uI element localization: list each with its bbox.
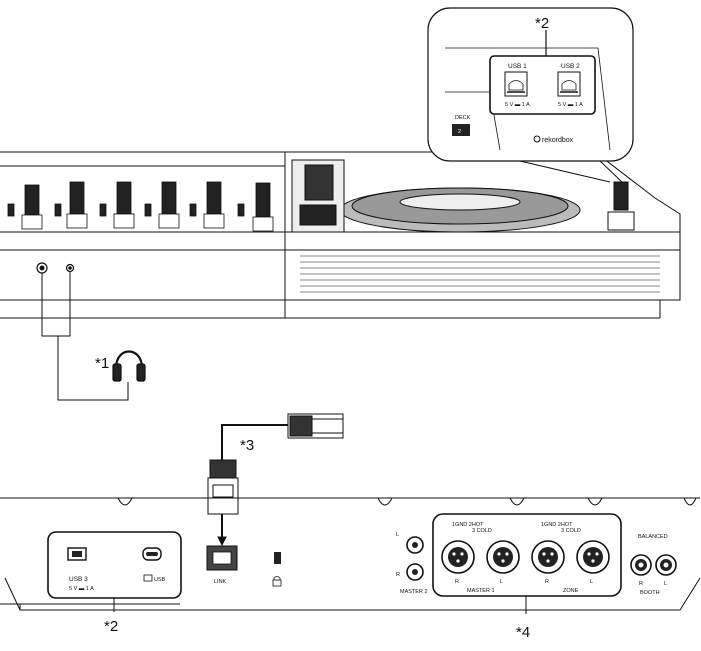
callout-4: *4 [516, 624, 530, 641]
usb1-power: 5 V ▬ 1 A [505, 102, 530, 108]
master1-r-label: R [455, 579, 459, 585]
deck-label: DECK [455, 115, 471, 121]
rear-panel [0, 497, 701, 611]
lan-cable [207, 413, 344, 547]
xlr-spec-master: 1GND 2HOT [452, 522, 484, 528]
callout-1: *1 [95, 355, 109, 372]
master2-r-label: R [396, 572, 400, 578]
booth-r-label: R [639, 581, 643, 587]
callout-2-top: *2 [535, 15, 549, 32]
master2-label: MASTER 2 [400, 589, 428, 595]
master2-l-label: L [396, 532, 399, 538]
xlr-outputs-block: 1GND 2HOT 3 COLD 1GND 2HOT 3 COLD R L MA… [432, 513, 622, 597]
usb1-label: USB 1 [508, 63, 527, 70]
usb3-power: 5 V ▬ 1 A [69, 586, 94, 592]
xlr-spec-zone: 1GND 2HOT [541, 522, 573, 528]
security-slot [274, 552, 281, 564]
headphones-icon [112, 350, 146, 382]
lock-icon [272, 576, 282, 587]
balanced-label: BALANCED [638, 534, 668, 540]
usb2-power: 5 V ▬ 1 A [558, 102, 583, 108]
zone-label: ZONE [563, 588, 579, 594]
xlr-spec-zone-cold: 3 COLD [561, 528, 581, 534]
master2-jacks: L R MASTER 2 [396, 532, 428, 595]
deck-value: 2 [458, 129, 461, 135]
zone-r-label: R [545, 579, 549, 585]
usb3-label: USB 3 [69, 576, 88, 583]
link-label: LINK [214, 579, 227, 585]
headphone-connection [41, 272, 129, 401]
callout-3: *3 [240, 437, 254, 454]
booth-l-label: L [664, 581, 667, 587]
booth-label: BOOTH [640, 590, 660, 596]
booth-jacks: BALANCED R L BOOTH [630, 534, 677, 596]
deck-button [452, 124, 470, 136]
usb-label: USB [154, 577, 166, 583]
front-panel [0, 151, 681, 319]
headphone-jacks [36, 262, 75, 274]
rekordbox-logo-icon [533, 135, 541, 143]
zone-l-label: L [590, 579, 593, 585]
usb-rear-block: USB 3 5 V ▬ 1 A USB [47, 531, 182, 599]
rekordbox-brand: rekordbox [542, 137, 574, 144]
usb2-label: USB 2 [561, 63, 580, 70]
master1-l-label: L [500, 579, 503, 585]
mixer-knobs [7, 181, 274, 232]
computer-icon [143, 574, 153, 582]
usb-inset: USB 1 USB 2 5 V ▬ 1 A 5 V ▬ 1 A DECK 2 r… [427, 7, 634, 183]
link-port: LINK [206, 545, 238, 585]
xlr-spec-master-cold: 3 COLD [472, 528, 492, 534]
master1-label: MASTER 1 [467, 588, 495, 594]
callout-2-bottom: *2 [104, 618, 118, 635]
